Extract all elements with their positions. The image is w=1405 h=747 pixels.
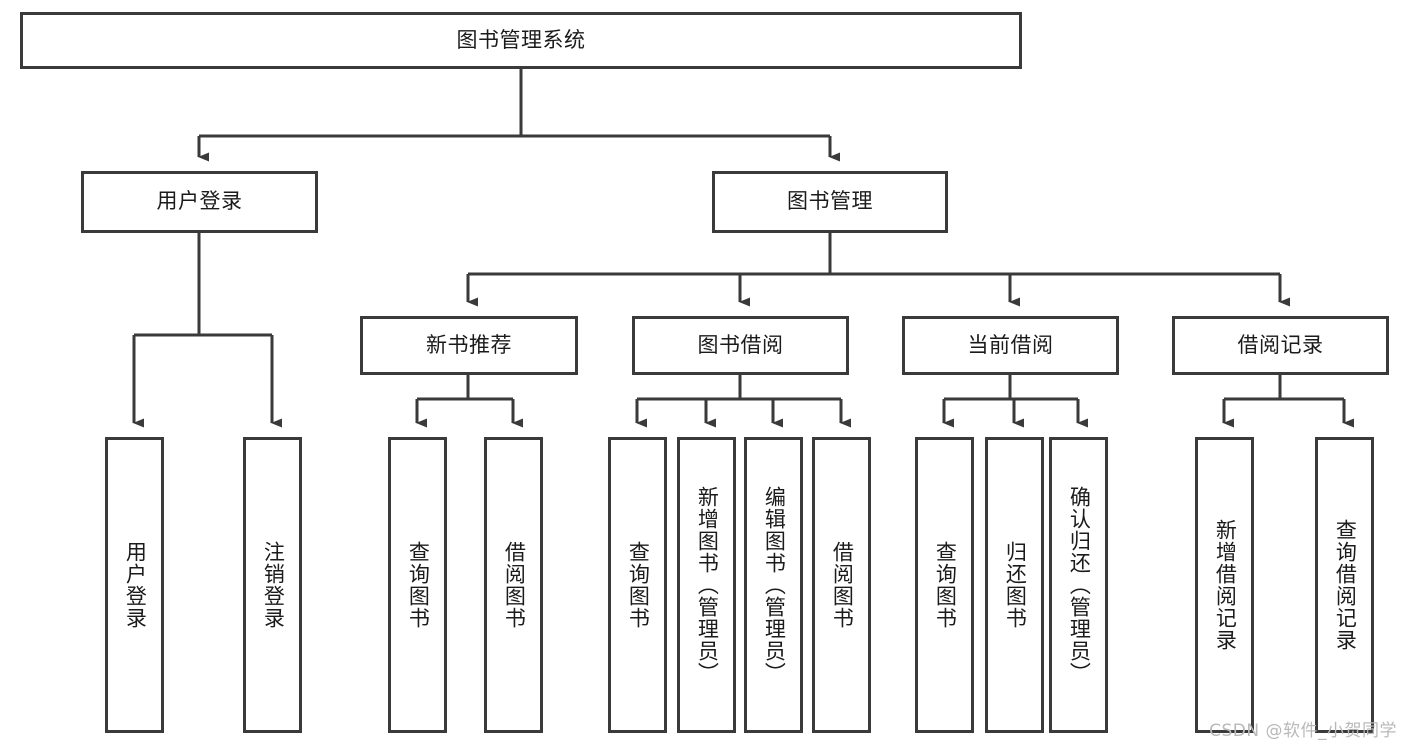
- node-leaf-return-book[interactable]: 归还图书: [985, 437, 1044, 733]
- node-leaf-query-record[interactable]: 查询借阅记录: [1315, 437, 1374, 733]
- node-leaf-edit-book[interactable]: 编辑图书（管理员）: [744, 437, 803, 733]
- node-leaf-add-record[interactable]: 新增借阅记录: [1195, 437, 1254, 733]
- node-leaf-confirm-return[interactable]: 确认归还（管理员）: [1049, 437, 1108, 733]
- node-book-manage[interactable]: 图书管理: [712, 171, 948, 233]
- node-leaf-user-login[interactable]: 用户登录: [105, 437, 164, 733]
- node-borrow-record[interactable]: 借阅记录: [1172, 316, 1389, 375]
- node-new-book-recommend[interactable]: 新书推荐: [360, 316, 578, 375]
- node-root[interactable]: 图书管理系统: [20, 12, 1022, 69]
- node-leaf-user-logout[interactable]: 注销登录: [243, 437, 302, 733]
- node-leaf-borrow-book-1[interactable]: 借阅图书: [484, 437, 543, 733]
- node-leaf-borrow-book-2[interactable]: 借阅图书: [812, 437, 871, 733]
- csdn-watermark: CSDN @软件_小贺同学: [1209, 721, 1397, 741]
- node-book-borrow[interactable]: 图书借阅: [632, 316, 849, 375]
- node-current-borrow[interactable]: 当前借阅: [902, 316, 1119, 375]
- node-leaf-query-book-1[interactable]: 查询图书: [388, 437, 447, 733]
- node-user-login[interactable]: 用户登录: [81, 171, 318, 233]
- node-leaf-query-book-3[interactable]: 查询图书: [915, 437, 974, 733]
- node-leaf-add-book[interactable]: 新增图书（管理员）: [677, 437, 736, 733]
- node-leaf-query-book-2[interactable]: 查询图书: [608, 437, 667, 733]
